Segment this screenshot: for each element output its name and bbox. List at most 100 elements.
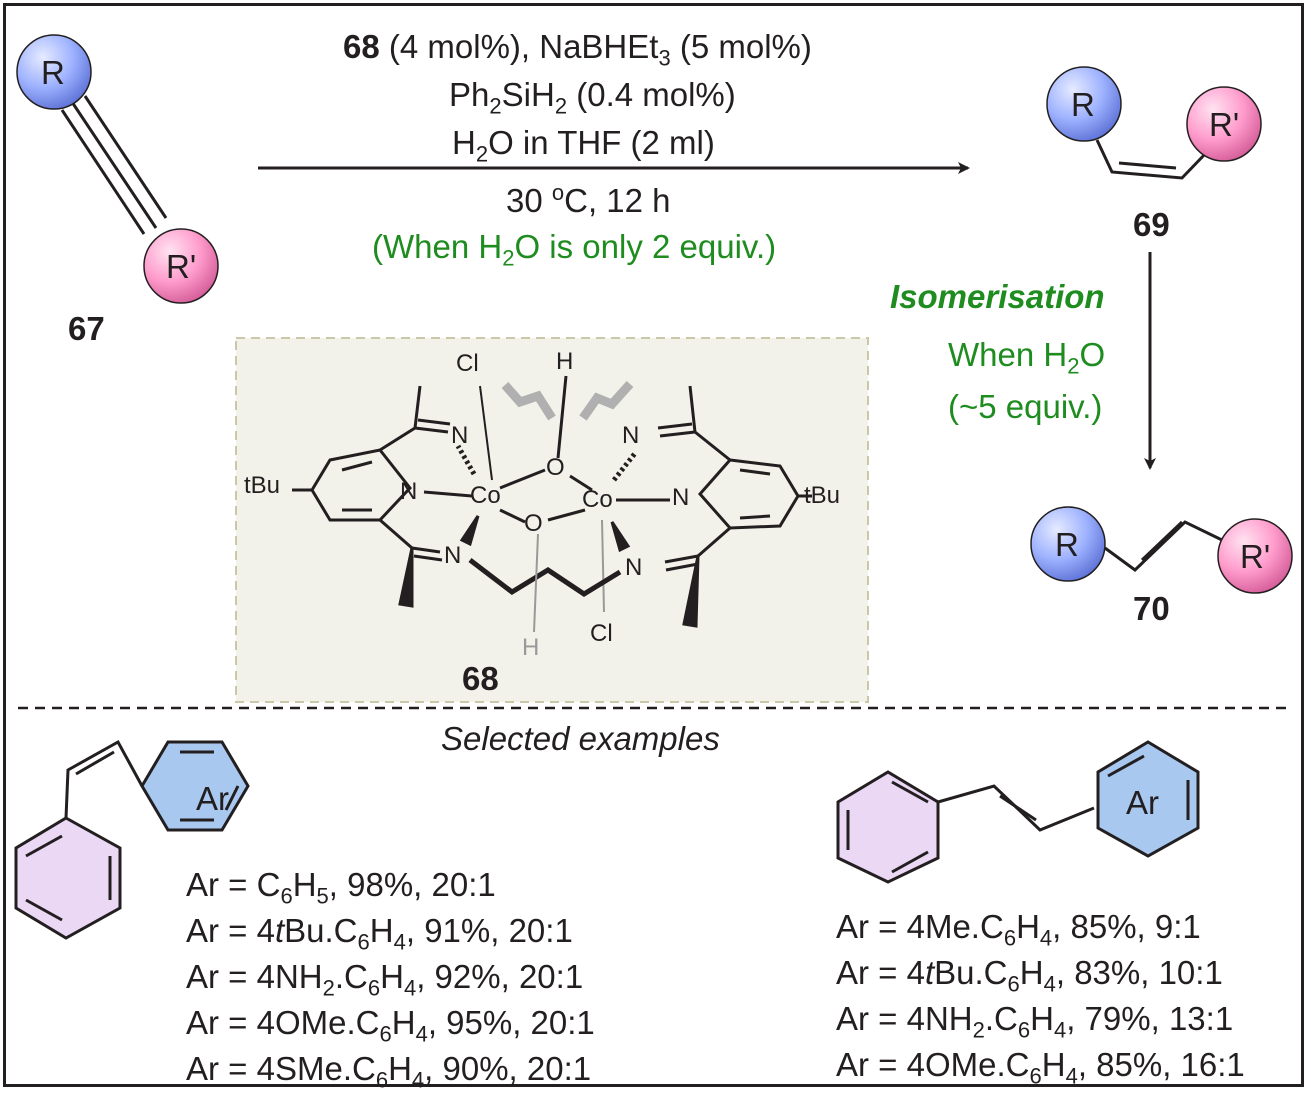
ar-label-left: Ar xyxy=(196,780,229,817)
example-text: H xyxy=(1041,1046,1066,1083)
condition-text: C, 12 h xyxy=(564,182,671,219)
cis-stilbene-structure xyxy=(14,739,250,940)
atom-cl-top: Cl xyxy=(456,350,479,377)
subscript: 4 xyxy=(403,975,417,1001)
condition-text: O is only 2 equiv.) xyxy=(514,228,777,265)
condition-text: H xyxy=(452,124,476,161)
subscript: 2 xyxy=(502,245,515,271)
example-text: Ar = 4NH xyxy=(186,958,323,995)
subscript: 6 xyxy=(1007,971,1020,997)
trans-r-prime-label: R' xyxy=(1240,538,1271,575)
compound-67-label: 67 xyxy=(68,310,105,347)
example-text: Ar = 4SMe.C xyxy=(186,1050,376,1087)
cis-r-prime-label: R' xyxy=(1209,106,1240,143)
superscript: o xyxy=(551,180,565,205)
atom-n-imine-bottom-right: N xyxy=(625,554,643,581)
example-text: , 91%, 20:1 xyxy=(405,912,573,949)
subscript: 6 xyxy=(367,975,381,1001)
catalyst-ref: 68 xyxy=(343,28,380,65)
atom-h-bottom: H xyxy=(522,634,540,661)
isomerisation-title: Isomerisation xyxy=(890,278,1105,315)
subscript: 2 xyxy=(972,1017,985,1043)
example-text: , 85%, 16:1 xyxy=(1077,1046,1245,1083)
example-row: Ar = 4NH2.C6H4, 79%, 13:1 xyxy=(836,1002,1233,1042)
subscript: 6 xyxy=(357,929,370,955)
alkyne-r-label: R xyxy=(41,54,65,91)
example-text: , 98%, 20:1 xyxy=(328,866,496,903)
compound-69-label: 69 xyxy=(1133,206,1170,243)
compound-70-label: 70 xyxy=(1133,590,1170,627)
atom-tbu-left: tBu xyxy=(244,472,281,499)
example-text: , 79%, 13:1 xyxy=(1066,1000,1234,1037)
condition-text: SiH xyxy=(501,76,555,113)
alkyne-r-prime-label: R' xyxy=(166,248,197,285)
compound-70-structure xyxy=(1030,506,1293,594)
example-text: H xyxy=(1030,1000,1054,1037)
condition-line-2: Ph2SiH2 (0.4 mol%) xyxy=(449,78,736,118)
subscript: 4 xyxy=(415,1021,428,1047)
example-text: H xyxy=(292,866,317,903)
example-text: Bu.C xyxy=(934,954,1008,991)
example-text: Ar = 4Me.C xyxy=(836,908,1004,945)
atom-n-imine-bottom-left: N xyxy=(444,542,462,569)
example-text: H xyxy=(388,1050,412,1087)
condition-line-3: H2O in THF (2 ml) xyxy=(452,126,715,166)
subscript: 3 xyxy=(658,45,671,71)
example-text: , 95%, 20:1 xyxy=(427,1004,595,1041)
atom-n-imine-right: N xyxy=(622,422,640,449)
example-row: Ar = C6H5, 98%, 20:1 xyxy=(186,868,496,908)
atom-co-left: Co xyxy=(470,482,501,509)
condition-line-5: (When H2O is only 2 equiv.) xyxy=(372,230,776,270)
atom-co-right: Co xyxy=(582,486,613,513)
example-text: Ar = 4 xyxy=(186,912,275,949)
atom-cl-bottom: Cl xyxy=(590,620,613,647)
condition-text: O xyxy=(1079,336,1106,373)
r-group-circle xyxy=(1046,66,1122,142)
figure-frame xyxy=(3,3,1304,1087)
compound-69-structure xyxy=(1046,66,1262,180)
subscript: 6 xyxy=(1003,925,1017,951)
example-row: Ar = 4Me.C6H4, 85%, 9:1 xyxy=(836,910,1201,950)
example-row: Ar = 4OMe.C6H4, 95%, 20:1 xyxy=(186,1006,595,1046)
condition-text: When H xyxy=(948,336,1068,373)
example-text: Ar = 4 xyxy=(836,954,925,991)
atom-o-upper: O xyxy=(546,454,565,481)
trans-r-label: R xyxy=(1055,526,1079,563)
ar-label-right: Ar xyxy=(1126,784,1159,821)
catalyst-68-structure xyxy=(292,375,812,633)
example-text: Ar = C xyxy=(186,866,281,903)
example-text: , 83%, 10:1 xyxy=(1055,954,1223,991)
atom-o-lower: O xyxy=(524,510,543,537)
subscript: 4 xyxy=(411,1067,425,1093)
subscript: 4 xyxy=(1053,1017,1067,1043)
condition-line-4: 30 oC, 12 h xyxy=(506,180,671,219)
condition-text: (0.4 mol%) xyxy=(567,76,736,113)
atom-n-imine-left: N xyxy=(451,422,469,449)
subscript: 4 xyxy=(1043,971,1056,997)
example-text: , 85%, 9:1 xyxy=(1052,908,1201,945)
atom-h-top: H xyxy=(556,348,574,375)
example-text: Bu.C xyxy=(284,912,358,949)
example-text: H xyxy=(369,912,394,949)
subscript: 4 xyxy=(1065,1063,1078,1089)
example-text: H xyxy=(380,958,404,995)
trans-stilbene-structure xyxy=(836,740,1200,884)
atom-n-pyridine-right: N xyxy=(672,484,690,511)
subscript: 2 xyxy=(475,141,489,167)
example-row: Ar = 4tBu.C6H4, 83%, 10:1 xyxy=(836,956,1223,996)
example-row: Ar = 4SMe.C6H4, 90%, 20:1 xyxy=(186,1052,591,1092)
example-text: , 90%, 20:1 xyxy=(424,1050,592,1087)
example-row: Ar = 4NH2.C6H4, 92%, 20:1 xyxy=(186,960,583,1000)
subscript: 6 xyxy=(280,883,293,909)
subscript: 4 xyxy=(1039,925,1053,951)
subscript: 6 xyxy=(1017,1017,1031,1043)
condition-text: (5 mol%) xyxy=(670,28,812,65)
example-text: , 92%, 20:1 xyxy=(416,958,584,995)
examples-heading: Selected examples xyxy=(441,720,720,757)
subscript: 6 xyxy=(1029,1063,1042,1089)
subscript: 6 xyxy=(379,1021,392,1047)
r-group-circle xyxy=(1030,506,1106,582)
compound-67-structure xyxy=(16,34,219,304)
subscript: 2 xyxy=(554,93,568,119)
